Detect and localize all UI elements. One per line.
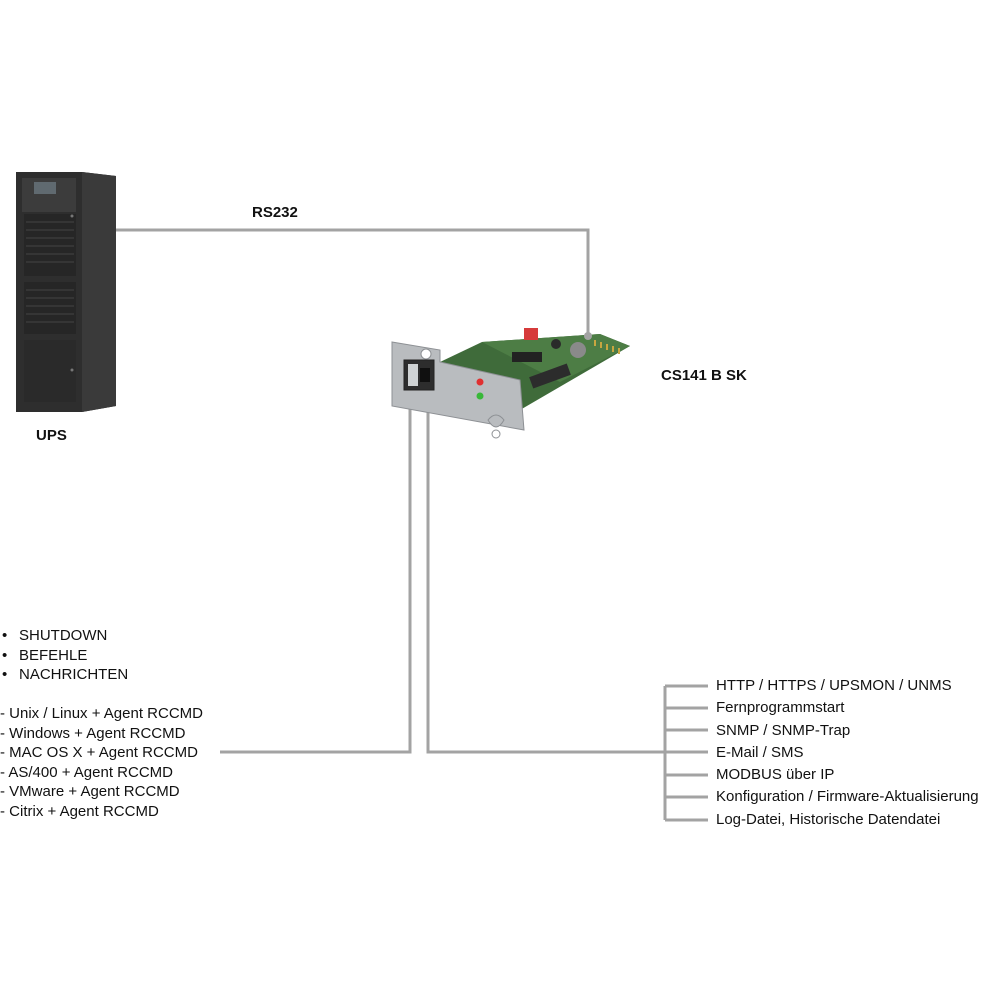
client-item: - Citrix + Agent RCCMD <box>0 802 159 820</box>
service-item: Konfiguration / Firmware-Aktualisierung <box>716 788 979 806</box>
client-item: - Unix / Linux + Agent RCCMD <box>0 705 203 722</box>
function-item: •SHUTDOWN <box>2 627 108 644</box>
client-list: - Unix / Linux + Agent RCCMD - Windows +… <box>0 704 203 822</box>
function-item: •NACHRICHTEN <box>2 666 129 684</box>
led-red <box>476 378 484 386</box>
service-item: HTTP / HTTPS / UPSMON / UNMS <box>716 677 952 694</box>
service-item: Log-Datei, Historische Datendatei <box>716 810 941 828</box>
ups-label: UPS <box>36 427 67 444</box>
network-line-left <box>220 392 412 754</box>
rs232-cable <box>116 228 590 336</box>
network-line-right <box>426 392 665 754</box>
service-item: MODBUS über IP <box>716 766 835 784</box>
service-item: Fernprogrammstart <box>716 699 845 717</box>
led-green <box>476 392 484 400</box>
client-item: - AS/400 + Agent RCCMD <box>0 763 173 781</box>
client-item: - MAC OS X + Agent RCCMD <box>0 744 198 762</box>
card-label: CS141 B SK <box>661 367 747 384</box>
connection-lines <box>116 228 708 822</box>
function-list: •SHUTDOWN •BEFEHLE •NACHRICHTEN <box>0 626 128 685</box>
service-item: E-Mail / SMS <box>716 743 804 761</box>
cs141-card-image <box>391 328 630 439</box>
service-item: SNMP / SNMP-Trap <box>716 721 851 739</box>
client-item: - Windows + Agent RCCMD <box>0 724 186 742</box>
rs232-label: RS232 <box>252 204 298 221</box>
service-list: HTTP / HTTPS / UPSMON / UNMS Fernprogram… <box>716 677 979 833</box>
ups-cabinet-image <box>16 172 116 412</box>
function-item: •BEFEHLE <box>2 646 88 664</box>
client-item: - VMware + Agent RCCMD <box>0 783 180 801</box>
